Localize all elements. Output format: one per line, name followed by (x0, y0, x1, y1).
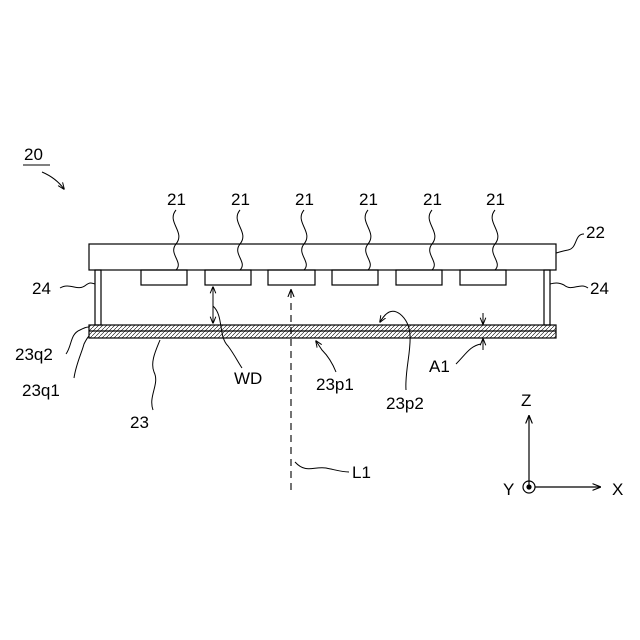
spacer-right-24 (544, 270, 550, 325)
surface-label-23p1: 23p1 (316, 375, 354, 394)
spacer-leader-left (60, 283, 95, 288)
x-axis-label: X (612, 480, 623, 499)
led-leader (237, 210, 243, 270)
surface-label-23q1: 23q1 (22, 381, 60, 400)
led-labels: 21 21 21 21 21 21 (167, 190, 505, 270)
spacer-label-left-24: 24 (32, 279, 51, 298)
led-label: 21 (423, 190, 442, 209)
diffuser-label-23: 23 (130, 413, 149, 432)
spacer-label-right-24: 24 (590, 279, 609, 298)
z-axis-label: Z (521, 391, 531, 410)
led-label: 21 (295, 190, 314, 209)
surface-label-23p2: 23p2 (386, 394, 424, 413)
diffuser-leader (152, 340, 160, 410)
spacer-leader-right (550, 283, 588, 288)
led-leader (173, 210, 179, 270)
led-chip (141, 270, 187, 285)
coordinate-axes: Z Y X (503, 391, 623, 499)
axis-label-l1: L1 (352, 463, 371, 482)
led-leader (492, 210, 498, 270)
led-chip (460, 270, 506, 285)
y-axis-label: Y (503, 480, 514, 499)
led-label: 21 (359, 190, 378, 209)
led-label: 21 (167, 190, 186, 209)
thickness-label-a1: A1 (429, 357, 450, 376)
spacer-left-24 (95, 270, 101, 325)
p2-leader (380, 311, 410, 390)
ref-arrow (42, 172, 64, 189)
q1-leader (74, 336, 89, 378)
led-leader (429, 210, 435, 270)
led-chip-group (141, 270, 506, 285)
led-leader (301, 210, 307, 270)
led-chip (205, 270, 251, 285)
ref-label-20: 20 (24, 145, 43, 164)
substrate-22 (89, 244, 556, 270)
a1-leader (456, 344, 481, 364)
axis-leader (295, 462, 349, 472)
surface-label-23q2: 23q2 (15, 345, 53, 364)
led-label: 21 (231, 190, 250, 209)
substrate-leader (556, 234, 584, 253)
substrate-label-22: 22 (586, 223, 605, 242)
led-leader (365, 210, 371, 270)
led-label: 21 (486, 190, 505, 209)
p1-leader (316, 341, 336, 372)
distance-label-wd: WD (234, 369, 262, 388)
led-chip (268, 270, 315, 285)
led-chip (396, 270, 442, 285)
led-chip (332, 270, 378, 285)
y-axis-dot (526, 484, 531, 489)
